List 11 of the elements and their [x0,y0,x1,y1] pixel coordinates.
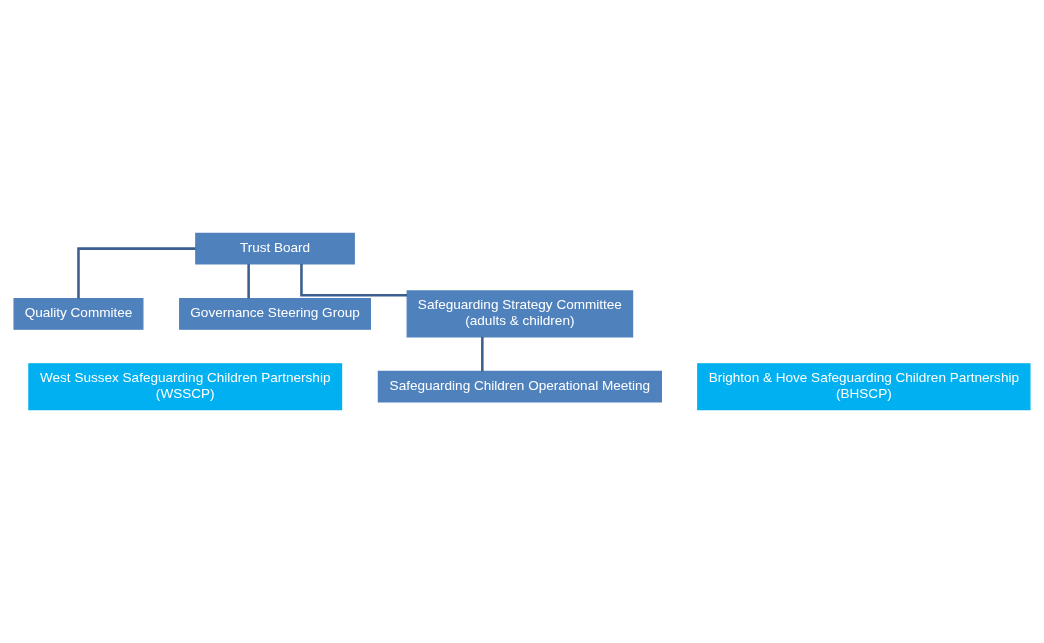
node-box: Safeguarding Children Operational Meeting [377,370,662,403]
node-box: Safeguarding Strategy Committee (adults & children) [406,290,634,338]
connector [247,264,250,299]
node-box: Trust Board [195,232,355,265]
connector [77,247,196,299]
connector [481,336,484,372]
node-box: Quality Commitee [13,298,144,330]
node-box: Brighton & Hove Safeguarding Children Partnership (BHSCP) [697,363,1031,411]
connector [300,263,408,297]
node-box: West Sussex Safeguarding Children Partnership (WSSCP) [28,363,343,411]
node-box: Governance Steering Group [179,298,371,330]
